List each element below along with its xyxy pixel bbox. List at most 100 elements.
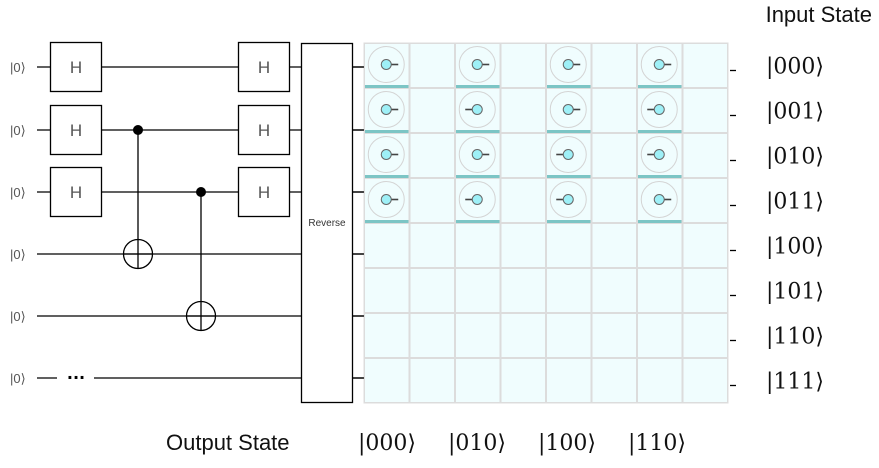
amplitude-cell[interactable] [409,223,455,268]
amplitude-cell-box[interactable] [682,133,728,178]
amplitude-cell-box[interactable] [546,43,592,88]
amplitude-cell[interactable] [591,358,637,403]
amplitude-cell[interactable] [637,178,683,224]
amplitude-cell[interactable] [500,178,546,223]
hadamard-gate[interactable]: H [49,104,103,156]
amplitude-cell[interactable] [682,88,728,133]
amplitude-cell[interactable] [637,133,683,179]
amplitude-cell[interactable] [409,133,455,178]
amplitude-cell[interactable] [637,268,683,313]
amplitude-cell-box[interactable] [409,133,455,178]
amplitude-cell-box[interactable] [500,133,546,178]
amplitude-cell[interactable] [591,43,637,88]
amplitude-cell-box[interactable] [591,223,637,268]
cnot-gate[interactable] [122,125,154,270]
amplitude-cell[interactable] [591,223,637,268]
amplitude-cell[interactable] [364,223,410,268]
amplitude-cell[interactable] [455,178,501,224]
amplitude-cell[interactable] [455,358,501,403]
amplitude-cell-box[interactable] [682,358,728,403]
reverse-gate[interactable]: Reverse [300,42,354,404]
amplitude-cell-box[interactable] [591,313,637,358]
amplitude-cell-box[interactable] [364,313,410,358]
amplitude-cell[interactable] [500,358,546,403]
amplitude-cell[interactable] [546,268,592,313]
amplitude-cell[interactable] [546,178,592,224]
amplitude-cell-box[interactable] [409,268,455,313]
amplitude-cell[interactable] [500,313,546,358]
amplitude-cell-box[interactable] [500,313,546,358]
amplitude-cell[interactable] [364,43,410,89]
amplitude-cell-box[interactable] [364,358,410,403]
amplitude-cell[interactable] [682,223,728,268]
hadamard-gate-box[interactable] [49,104,103,156]
amplitude-cell[interactable] [682,178,728,223]
amplitude-cell-box[interactable] [364,268,410,313]
amplitude-cell[interactable] [409,358,455,403]
amplitude-cell[interactable] [500,88,546,133]
amplitude-cell-box[interactable] [591,358,637,403]
amplitude-cell[interactable] [591,133,637,178]
amplitude-cell[interactable] [591,178,637,223]
hadamard-gate[interactable]: H [49,41,103,93]
hadamard-gate-box[interactable] [49,41,103,93]
amplitude-cell[interactable] [500,268,546,313]
amplitude-cell-box[interactable] [682,178,728,223]
amplitude-cell-box[interactable] [409,358,455,403]
amplitude-cell-box[interactable] [682,88,728,133]
control-dot-icon[interactable] [196,187,206,197]
amplitude-cell[interactable] [409,268,455,313]
amplitude-cell[interactable] [500,223,546,268]
amplitude-cell[interactable] [546,43,592,89]
amplitude-cell[interactable] [546,88,592,134]
amplitude-cell[interactable] [455,133,501,179]
amplitude-cell[interactable] [364,88,410,134]
amplitude-cell[interactable] [637,313,683,358]
amplitude-cell-box[interactable] [637,223,683,268]
amplitude-cell[interactable] [455,88,501,134]
amplitude-cell[interactable] [546,133,592,179]
amplitude-cell-box[interactable] [591,88,637,133]
amplitude-cell-box[interactable] [546,223,592,268]
amplitude-cell-box[interactable] [682,43,728,88]
amplitude-cell[interactable] [682,358,728,403]
reverse-gate-box[interactable] [300,42,354,404]
amplitude-cell-box[interactable] [500,268,546,313]
amplitude-cell[interactable] [637,358,683,403]
hadamard-gate-box[interactable] [237,166,291,218]
hadamard-gate[interactable]: H [237,41,291,93]
amplitude-cell-box[interactable] [409,88,455,133]
amplitude-cell-box[interactable] [455,358,501,403]
amplitude-cell-box[interactable] [455,313,501,358]
amplitude-cell-box[interactable] [500,43,546,88]
amplitude-cell[interactable] [682,268,728,313]
amplitude-cell[interactable] [364,133,410,179]
amplitude-cell-box[interactable] [591,43,637,88]
amplitude-cell[interactable] [591,313,637,358]
amplitude-cell[interactable] [546,358,592,403]
amplitude-cell-box[interactable] [591,178,637,223]
amplitude-cell[interactable] [409,313,455,358]
amplitude-cell[interactable] [591,268,637,313]
amplitude-cell-box[interactable] [546,358,592,403]
amplitude-cell[interactable] [409,88,455,133]
amplitude-cell-box[interactable] [682,268,728,313]
hadamard-gate-box[interactable] [49,166,103,218]
amplitude-cell-box[interactable] [591,133,637,178]
amplitude-cell-box[interactable] [409,178,455,223]
amplitude-cell[interactable] [364,313,410,358]
hadamard-gate[interactable]: H [49,166,103,218]
hadamard-gate[interactable]: H [237,104,291,156]
amplitude-cell[interactable] [546,313,592,358]
amplitude-cell-box[interactable] [637,313,683,358]
amplitude-cell[interactable] [500,133,546,178]
amplitude-cell[interactable] [682,43,728,88]
amplitude-cell[interactable] [682,313,728,358]
amplitude-cell[interactable] [455,43,501,89]
amplitude-cell[interactable] [364,358,410,403]
amplitude-cell[interactable] [637,43,683,89]
amplitude-cell[interactable] [455,223,501,268]
hadamard-gate-box[interactable] [237,104,291,156]
hadamard-gate-box[interactable] [237,41,291,93]
amplitude-cell-box[interactable] [409,43,455,88]
